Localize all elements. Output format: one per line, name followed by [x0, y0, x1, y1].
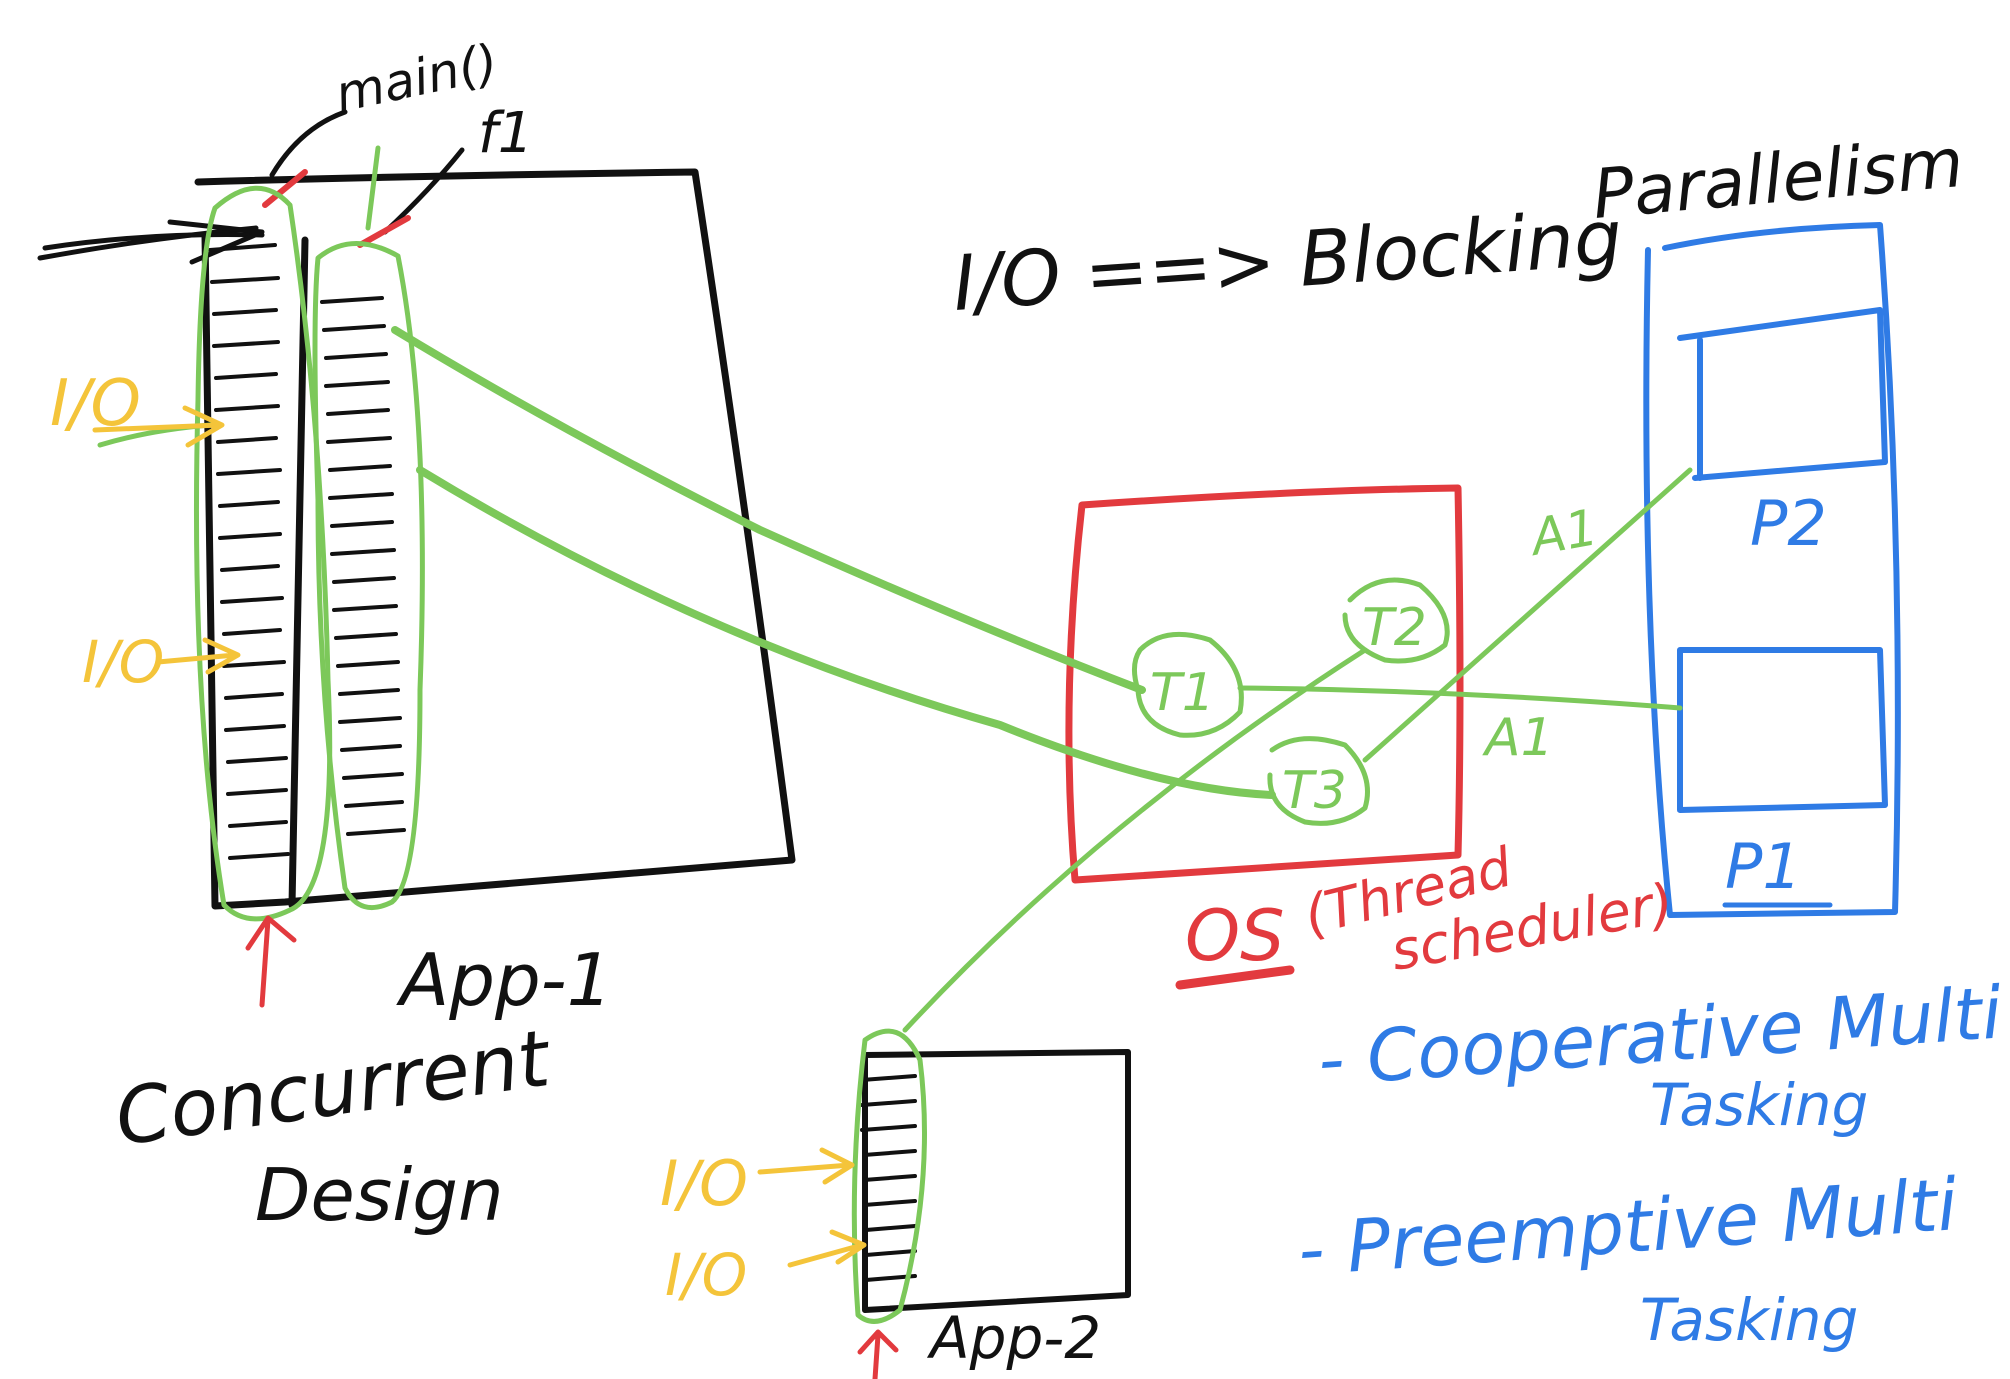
main-thread-outline [193, 185, 333, 922]
label-io-app2-1: I/O [660, 1147, 748, 1220]
label-p2: P2 [1750, 487, 1827, 560]
label-app1: App-1 [396, 938, 612, 1022]
label-a1-bottom: A1 [1482, 708, 1554, 768]
label-main: main() [330, 33, 502, 124]
label-os: OS [1185, 895, 1285, 977]
label-cooperative-2: Tasking [1650, 1071, 1868, 1139]
label-t1: T1 [1150, 663, 1215, 723]
label-concurrent: Concurrent [110, 1014, 557, 1164]
io-arrow-left-2 [155, 637, 241, 675]
label-preemptive-2: Tasking [1640, 1286, 1858, 1354]
io-arrow-app2-1 [757, 1147, 855, 1185]
label-design: Design [255, 1153, 504, 1237]
thread-t3-circle [1267, 736, 1370, 826]
label-a1-top: A1 [1524, 498, 1602, 567]
label-io-left-2: I/O [82, 628, 164, 696]
label-parallelism: Parallelism [1590, 124, 1967, 235]
label-app2: App-2 [926, 1304, 1101, 1372]
label-t2: T2 [1362, 598, 1427, 658]
app1-box [37, 168, 796, 910]
label-io-app2-2: I/O [665, 1241, 747, 1309]
os-underline [1175, 965, 1295, 990]
f1-pointer [357, 145, 465, 248]
main-pointer [262, 109, 348, 208]
f1-stack-frames [320, 296, 406, 836]
app2-base-arrow [857, 1329, 899, 1379]
label-p1: P1 [1725, 830, 1802, 903]
cpu-container [1643, 222, 1901, 918]
main-stack-frames [208, 243, 290, 860]
app2-box [862, 1049, 1131, 1313]
io-arrow-left-1 [92, 405, 225, 448]
app2-thread-outline [851, 1028, 927, 1324]
processor-p1-box [1677, 647, 1888, 813]
f1-thread-outline [312, 241, 425, 911]
label-preemptive-1: - Preemptive Multi [1295, 1162, 1960, 1292]
app2-stack-frames [860, 1074, 917, 1282]
thread-mapping-lines [391, 326, 1693, 1033]
label-t3: T3 [1282, 761, 1347, 821]
label-f1: f1 [478, 101, 533, 166]
io-arrow-app2-2 [787, 1229, 867, 1268]
processor-p2-box [1677, 307, 1888, 481]
label-io-blocking: I/O ==> Blocking [950, 192, 1625, 328]
stack-base-arrow [245, 915, 297, 1008]
